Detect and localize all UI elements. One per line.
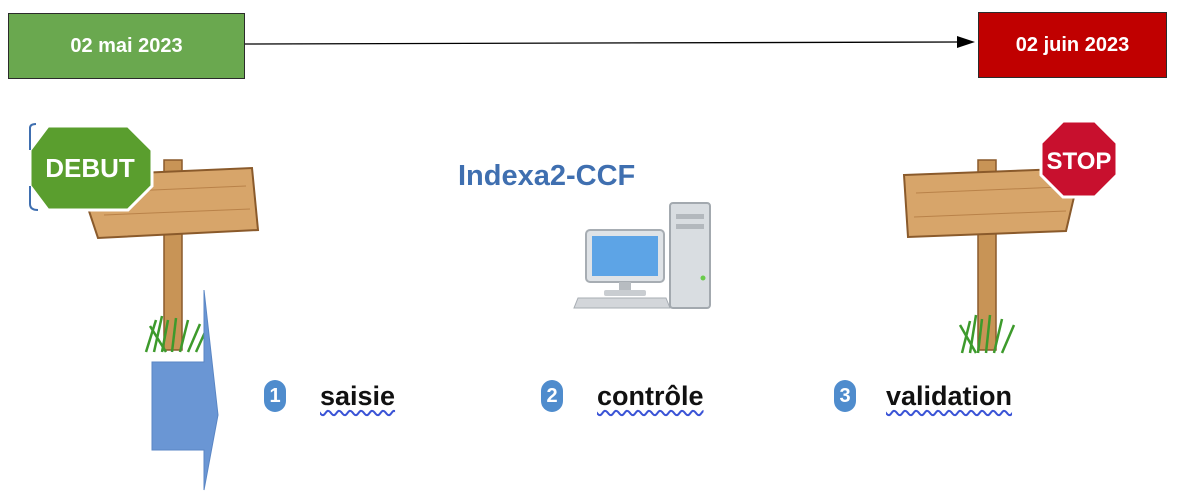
signpost-stop-icon: STOP — [902, 119, 1119, 354]
timeline-arrow — [244, 36, 975, 48]
step-number-badge: 1 — [264, 380, 286, 412]
stop-label: STOP — [1047, 148, 1112, 175]
step-controle: 2 contrôle — [541, 372, 704, 420]
end-date-label: 02 juin 2023 — [1015, 33, 1130, 56]
step-saisie: 1 saisie — [264, 372, 395, 420]
start-date-box: 02 mai 2023 — [8, 13, 245, 79]
desktop-computer-icon — [573, 202, 711, 309]
page-title: Indexa2-CCF — [458, 160, 636, 192]
step-number-badge: 3 — [834, 380, 856, 412]
step-validation: 3 validation — [834, 372, 1012, 420]
end-date-box: 02 juin 2023 — [978, 12, 1167, 78]
step-label: saisie — [320, 380, 396, 411]
signpost-debut-icon: DEBUT — [28, 123, 260, 353]
start-date-label: 02 mai 2023 — [70, 34, 183, 57]
process-arrow-icon — [151, 289, 219, 491]
step-label: validation — [886, 380, 1013, 411]
step-label: contrôle — [597, 380, 704, 411]
debut-label: DEBUT — [45, 153, 135, 183]
step-number-badge: 2 — [541, 380, 563, 412]
